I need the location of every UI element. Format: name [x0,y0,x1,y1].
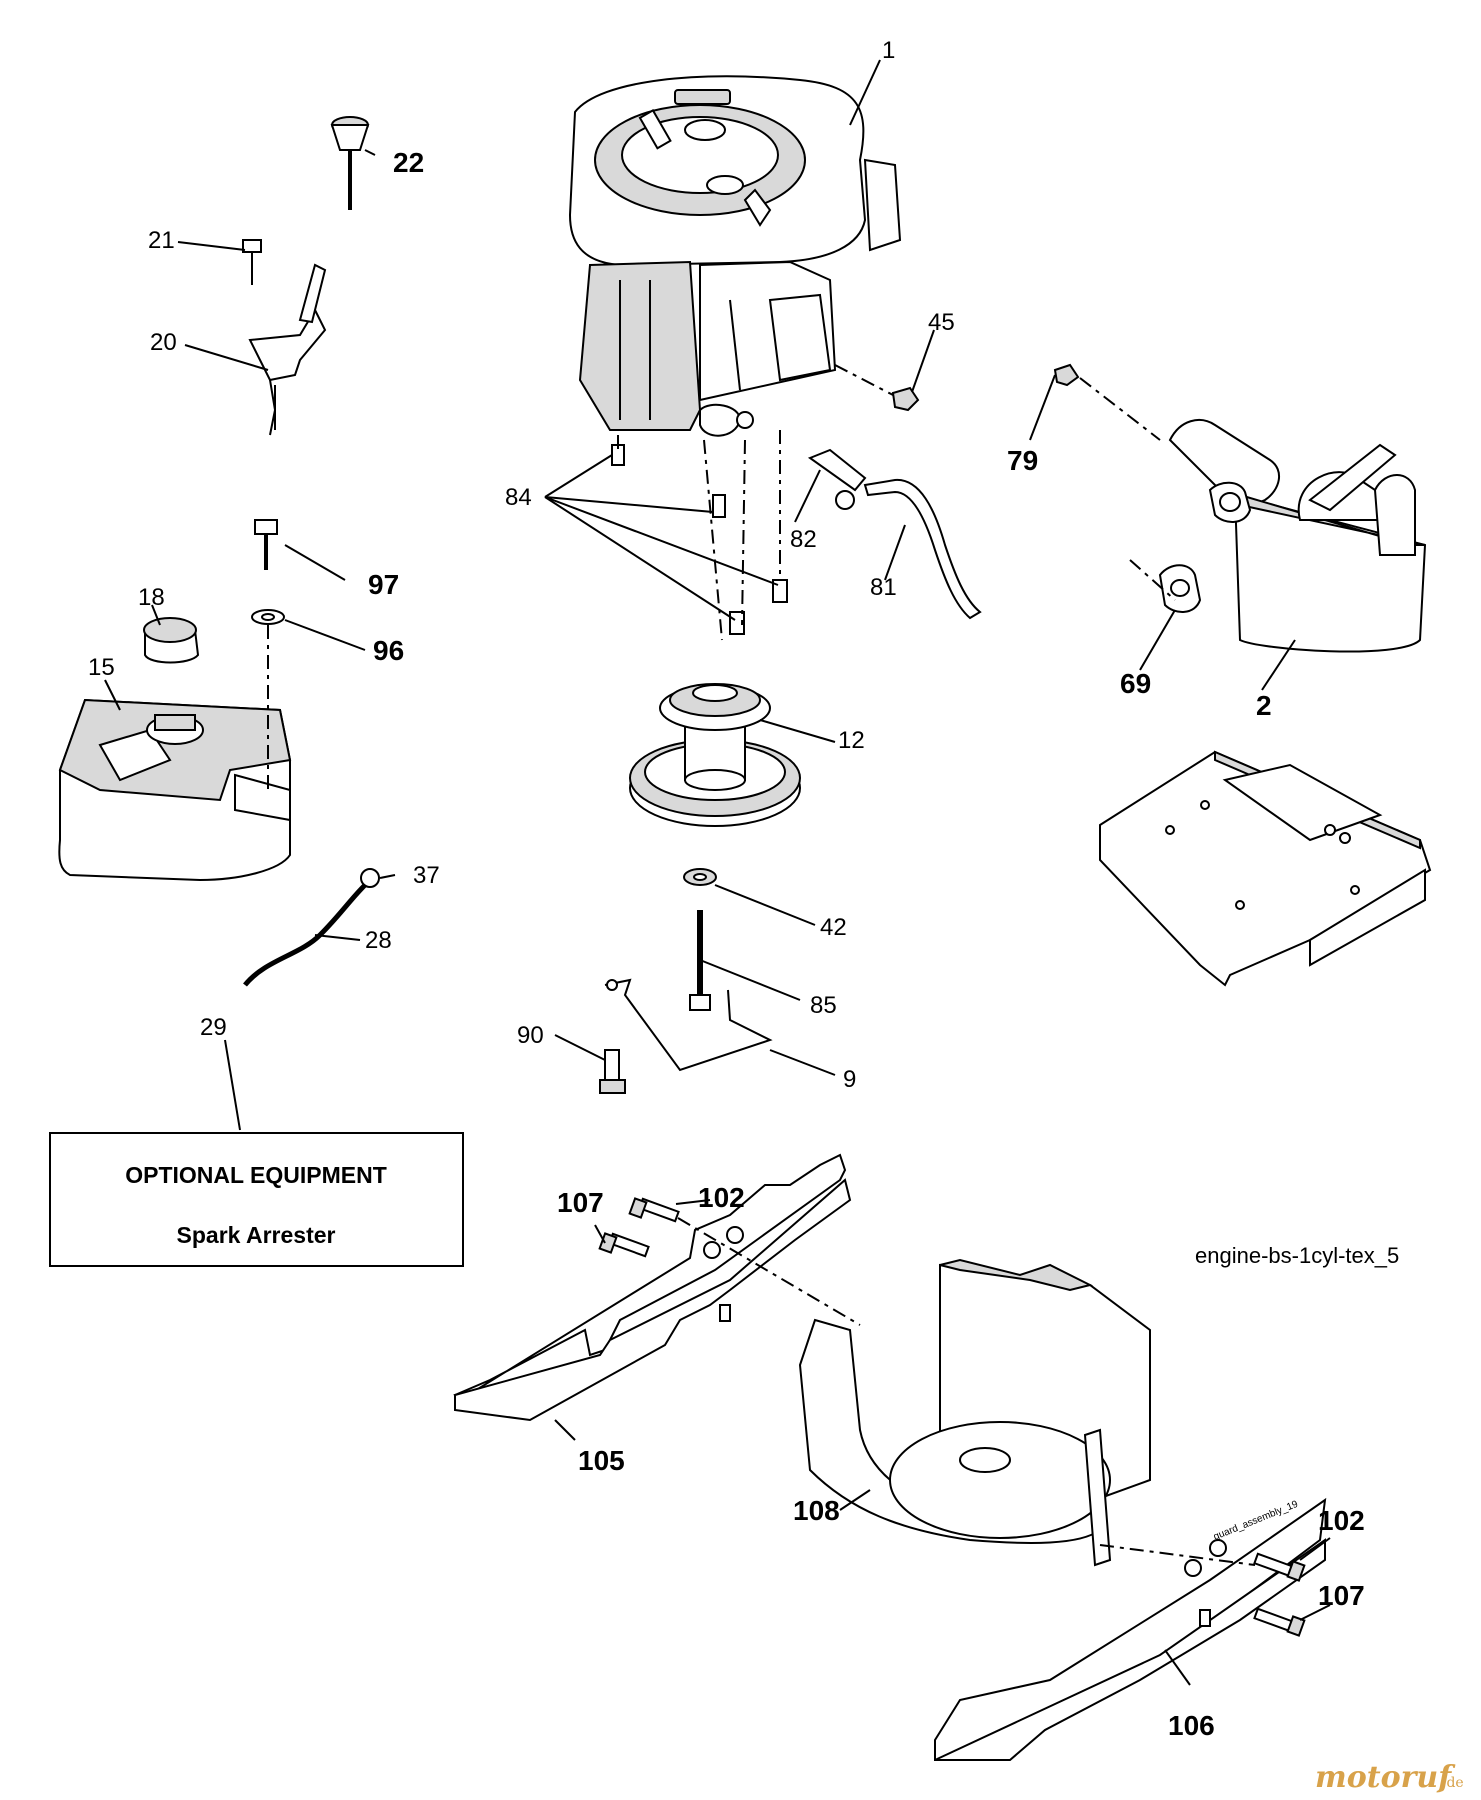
callout-96: 96 [373,635,404,666]
pulley-part [629,683,801,827]
optional-equipment-item: Spark Arrester [177,1222,336,1248]
motoruf-logo: motoruf .de [1315,1760,1464,1795]
knob-22-part [330,116,370,210]
callout-105: 105 [578,1445,625,1476]
washer-96-part [251,609,285,625]
callout-2: 2 [1256,690,1272,721]
callout-1: 1 [882,37,895,64]
fuel-line-part [243,883,367,987]
frame-rail-105-part [453,1153,852,1422]
callout-18: 18 [138,584,165,611]
hose-clamp-part [360,868,380,888]
fuel-line-81-part [863,478,982,620]
fuel-tank-part [58,698,292,882]
bracket-9-part [604,978,773,1072]
throttle-control-part [248,263,327,436]
shroud-108-part [798,1258,1151,1567]
exhaust-gasket-part [1158,481,1252,613]
frame-rail-106-part [934,1497,1327,1761]
callout-15: 15 [88,654,115,681]
bolt-107-upper-part [598,1232,650,1258]
watermark-suffix: .de [1442,1775,1464,1791]
callout-45: 45 [928,309,955,336]
leader-lines [104,59,1331,1686]
bolt-84-part [611,444,788,635]
callout-21: 21 [148,227,175,254]
watermark-brand: motoruf [1315,1760,1456,1795]
callout-102-lower: 102 [1318,1505,1365,1536]
engine-part [568,75,902,437]
optional-equipment-title: OPTIONAL EQUIPMENT [125,1162,387,1188]
callout-22: 22 [393,147,424,178]
diagram-id: engine-bs-1cyl-tex_5 [1195,1243,1399,1268]
callout-97: 97 [368,569,399,600]
fuel-valve-82-part [807,448,867,510]
washer-42-part [683,868,717,886]
callout-37: 37 [413,862,440,889]
callout-79: 79 [1007,445,1038,476]
bolt-102-upper-part [628,1197,680,1223]
callout-108: 108 [793,1495,840,1526]
screw-21-part [242,239,262,285]
callout-102-upper: 102 [698,1182,745,1213]
nut-45-part [891,386,920,412]
callout-82: 82 [790,526,817,553]
callout-20: 20 [150,329,177,356]
callout-12: 12 [838,727,865,754]
bolt-102-lower-part [1253,1552,1306,1582]
screw-79-part [1053,363,1080,387]
callout-81: 81 [870,574,897,601]
callout-69: 69 [1120,668,1151,699]
bolt-107-lower-part [1253,1607,1306,1637]
callout-42: 42 [820,914,847,941]
callout-28: 28 [365,927,392,954]
callout-29: 29 [200,1014,227,1041]
callout-85: 85 [810,992,837,1019]
callout-labels: 1 2 9 12 15 18 20 21 22 28 29 37 42 45 6… [88,37,1365,1741]
engine-mounting-plate [1099,750,1432,987]
callout-90: 90 [517,1022,544,1049]
callout-107-upper: 107 [557,1187,604,1218]
callout-9: 9 [843,1066,856,1093]
bolt-90-part [599,1049,626,1094]
optional-equipment-box: OPTIONAL EQUIPMENT Spark Arrester [49,1132,464,1267]
callout-107-lower: 107 [1318,1580,1365,1611]
bolt-85-part [689,910,711,1011]
callout-106: 106 [1168,1710,1215,1741]
callout-84: 84 [505,484,532,511]
muffler-part [1168,419,1427,653]
screw-97-part [254,519,278,570]
fuel-cap-part [143,617,200,664]
